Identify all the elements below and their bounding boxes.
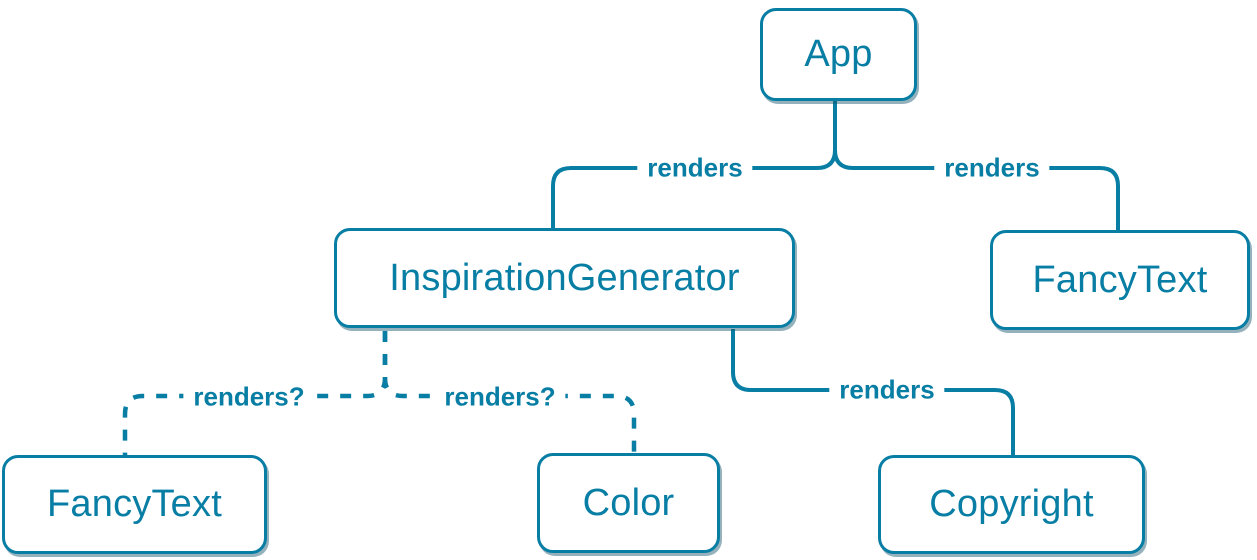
edge-label-renders-app-fancytext: renders xyxy=(934,154,1050,183)
node-color: Color xyxy=(537,453,720,553)
edge-label-renders-inspirationgenerator-color: renders? xyxy=(434,383,566,412)
node-copyright: Copyright xyxy=(878,455,1145,554)
node-inspiration-generator-label: InspirationGenerator xyxy=(389,256,740,299)
node-app-label: App xyxy=(804,33,873,75)
node-color-label: Color xyxy=(582,481,675,524)
edge-label-renders-inspirationgenerator-copyright: renders xyxy=(829,376,945,405)
edge-label-renders-app-inspirationgenerator: renders xyxy=(637,154,753,183)
edge-label-renders-inspirationgenerator-fancytext: renders? xyxy=(183,383,315,412)
edge-inspirationgenerator-to-color xyxy=(382,331,637,454)
node-fancy-text-bottom-label: FancyText xyxy=(47,483,222,525)
node-app: App xyxy=(760,8,917,101)
node-inspiration-generator: InspirationGenerator xyxy=(334,228,795,328)
node-fancy-text-bottom: FancyText xyxy=(2,455,267,554)
node-fancy-text-top: FancyText xyxy=(990,230,1250,330)
node-copyright-label: Copyright xyxy=(929,483,1094,525)
node-fancy-text-top-label: FancyText xyxy=(1032,258,1208,301)
